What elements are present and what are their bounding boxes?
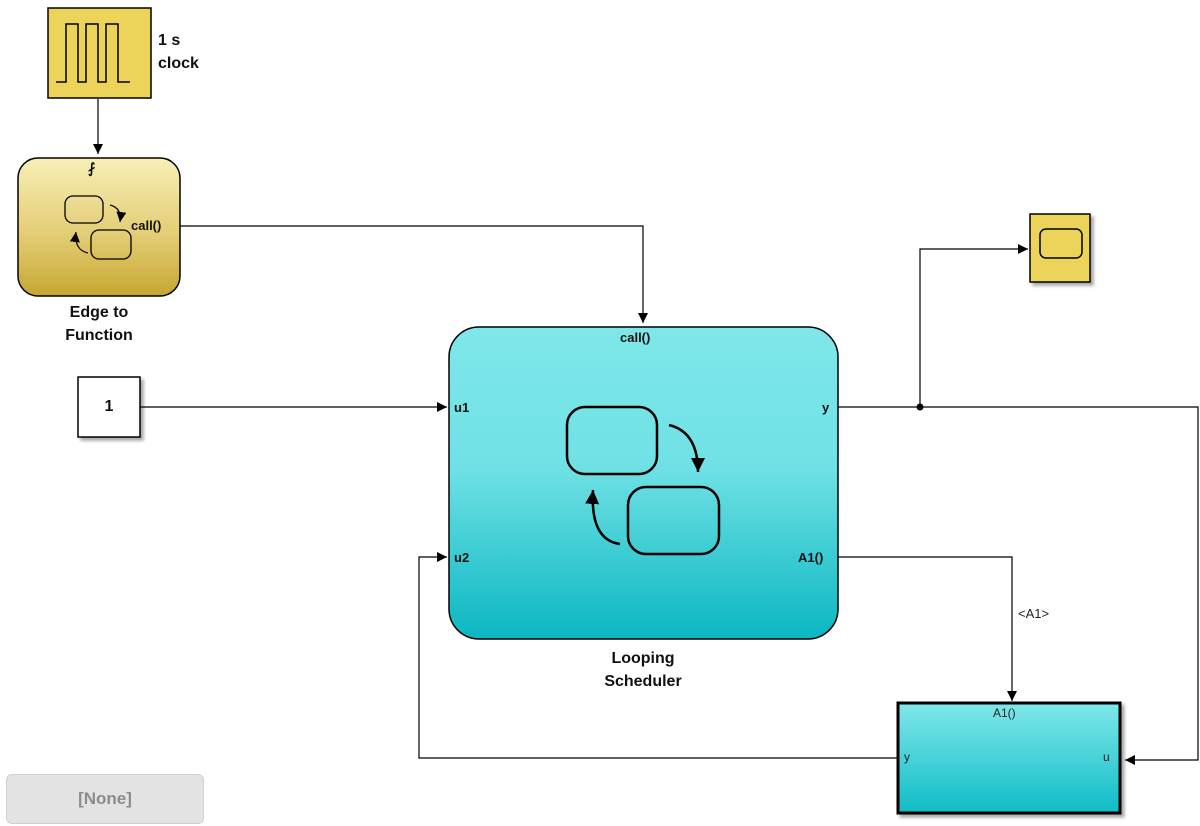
scheduler-output-y: y [822,400,830,415]
subsystem-output-y: y [904,750,910,764]
constant-value: 1 [104,398,114,415]
scope-screen-icon [1039,228,1083,259]
scheduler-output-a1: A1() [798,550,824,565]
stateflow-chart-icon [64,195,132,260]
edge-chart-name-line1: Edge to [69,304,129,321]
stateflow-chart-icon [565,405,721,556]
edge-output-port-label: call() [131,218,162,233]
subsystem-input-u: u [1103,750,1110,764]
scheduler-name-line2: Scheduler [604,673,682,690]
pulse-wave-icon [56,23,130,83]
scope-block[interactable] [1029,213,1091,283]
edge-to-function-block[interactable] [17,157,181,297]
function-trigger-icon: ⨏ [88,160,96,176]
subsystem-trigger-port: A1() [993,706,1016,720]
looping-scheduler-block[interactable] [448,326,839,640]
scheduler-trigger-port: call() [620,330,651,345]
a1-subsystem-block[interactable] [896,701,1122,815]
constant-block[interactable] [77,376,141,438]
clock-name-line1: 1 s [158,32,181,49]
signal-call-to-scheduler[interactable] [180,225,648,323]
edge-chart-name-line2: Function [65,327,133,344]
scheduler-input-u1: u1 [454,400,470,415]
none-status-button[interactable]: [None] [6,774,204,824]
signal-feedback-to-u2[interactable] [418,552,898,759]
clock-block[interactable] [47,7,152,99]
signal-a1-to-subsystem[interactable] [838,556,1017,701]
clock-name-line2: clock [158,55,199,72]
scheduler-name-line1: Looping [611,650,675,667]
signal-branch-to-scope[interactable] [919,244,1028,407]
branch-point [916,403,924,411]
signal-y-to-branch[interactable] [838,406,1199,765]
signal-a1-label: <A1> [1018,606,1050,621]
scheduler-input-u2: u2 [454,550,470,565]
